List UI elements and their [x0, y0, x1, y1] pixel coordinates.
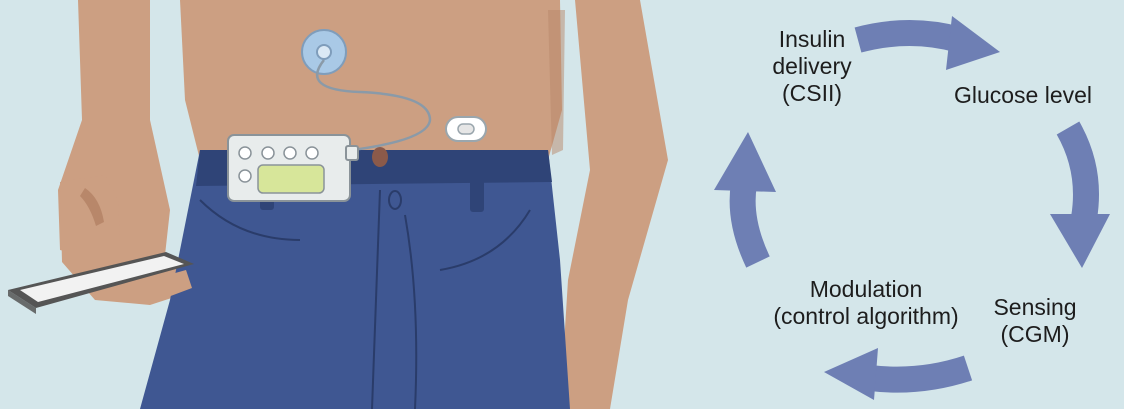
label-modulation: Modulation (control algorithm): [736, 276, 996, 330]
label-glucose-level: Glucose level: [928, 82, 1118, 109]
label-line: Insulin: [742, 26, 882, 53]
jeans: [140, 150, 570, 409]
arrow-sensing-to-modulation-shaft: [870, 368, 968, 380]
belt-loop: [470, 150, 484, 212]
arrow-modulation-to-insulin-shaft: [743, 184, 758, 262]
insulin-pump: [228, 135, 358, 201]
cgm-sensor: [446, 117, 486, 141]
infusion-port: [317, 45, 331, 59]
label-line: Modulation: [736, 276, 996, 303]
label-line: delivery: [742, 53, 882, 80]
label-line: Glucose level: [928, 82, 1118, 109]
label-line: (control algorithm): [736, 303, 996, 330]
infusion-site: [372, 147, 388, 167]
label-insulin-delivery: Insulin delivery (CSII): [742, 26, 882, 107]
label-line: (CSII): [742, 80, 882, 107]
